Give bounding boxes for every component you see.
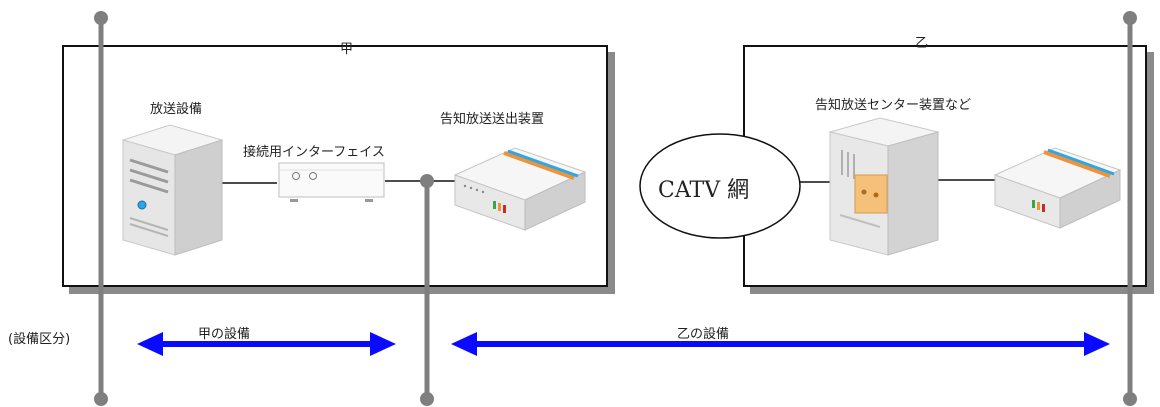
party-b-range-label: 乙の設備	[677, 327, 730, 342]
division-caption: (設備区分)	[8, 332, 71, 347]
catv-network-cloud	[639, 133, 801, 239]
demarcation-pole-right	[1123, 11, 1137, 406]
party-a-range-arrow	[137, 332, 396, 356]
transmitter-label: 告知放送送出装置	[440, 112, 545, 127]
broadcast-equipment-label: 放送設備	[150, 102, 203, 117]
party-a-label: 甲	[340, 42, 354, 57]
demarcation-pole-left	[94, 11, 108, 406]
party-a-range-label: 甲の設備	[198, 327, 251, 342]
catv-network-label: CATV 網	[658, 178, 750, 203]
router-b-icon	[993, 147, 1122, 229]
demarcation-pole-middle	[420, 174, 434, 406]
router-icon	[453, 147, 587, 231]
party-b-range-arrow	[451, 332, 1110, 356]
center-server-icon	[828, 117, 940, 256]
interface-box-icon	[278, 162, 385, 202]
party-b-label: 乙	[915, 36, 929, 51]
center-equipment-label: 告知放送センター装置など	[815, 98, 972, 113]
interface-label: 接続用インターフェイス	[243, 145, 385, 160]
server-icon	[121, 124, 224, 256]
